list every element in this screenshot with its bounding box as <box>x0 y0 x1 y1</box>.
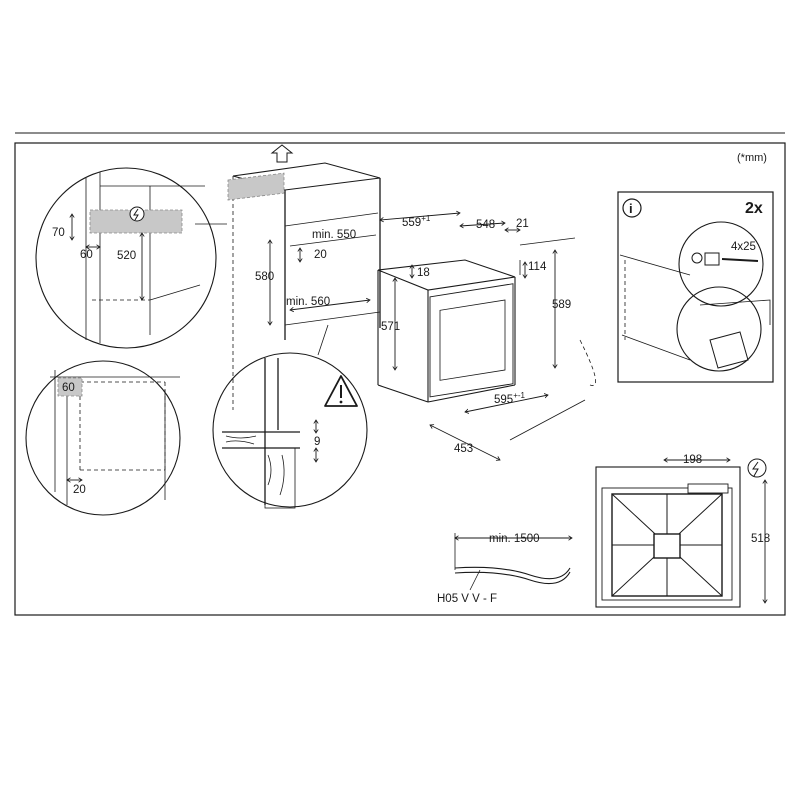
dim-520: 520 <box>117 250 136 262</box>
electric-bolt-icon <box>129 206 145 222</box>
dim-60-bottom: 60 <box>62 382 75 394</box>
dim-min550: min. 550 <box>312 229 356 241</box>
electric-bolt-icon <box>747 458 767 478</box>
screw-size: 4x25 <box>731 241 756 253</box>
top-view: 198 518 <box>595 454 770 608</box>
cabinet: 580 min. 550 20 min. 560 <box>227 144 381 410</box>
dim-198: 198 <box>683 454 702 466</box>
cable-length: min. 1500 <box>489 533 540 545</box>
zoom-circle-bottom: 60 20 <box>25 360 181 516</box>
zoom-circle-section: 9 <box>212 324 368 509</box>
info-icon: i <box>622 198 642 218</box>
dim-453: 453 <box>454 443 473 455</box>
dim-548: 548 <box>476 219 495 231</box>
dim-20-cab: 20 <box>314 249 327 261</box>
dim-20-bottom: 20 <box>73 484 86 496</box>
dim-559: 559+1 <box>402 214 431 229</box>
zoom-bottom-gray-cutout <box>57 377 83 397</box>
info-panel: i 2x 4x25 <box>617 191 774 383</box>
up-arrow-icon <box>270 144 294 163</box>
dim-70: 70 <box>52 227 65 239</box>
dim-21: 21 <box>516 218 529 230</box>
cable-type: H05 V V - F <box>437 593 497 605</box>
info-count: 2x <box>745 200 763 217</box>
warning-triangle-icon <box>324 375 358 407</box>
zoom-circle-top: 70 60 520 <box>35 167 217 349</box>
svg-text:i: i <box>629 201 633 216</box>
dim-9: 9 <box>314 436 320 448</box>
dim-595: 595+-1 <box>494 391 526 406</box>
unit-note: (*mm) <box>737 152 767 164</box>
diagram-frame <box>14 142 786 616</box>
dim-571: 571 <box>381 321 400 333</box>
dim-589: 589 <box>552 299 571 311</box>
dim-518: 518 <box>751 533 770 545</box>
dim-580: 580 <box>255 271 274 283</box>
dim-18: 18 <box>417 267 430 279</box>
oven: 559+1 548 21 18 114 589 571 595+-1 453 <box>377 213 597 460</box>
dim-114: 114 <box>528 261 547 273</box>
cable: min. 1500 H05 V V - F <box>437 533 572 605</box>
dim-60-top: 60 <box>80 249 93 261</box>
